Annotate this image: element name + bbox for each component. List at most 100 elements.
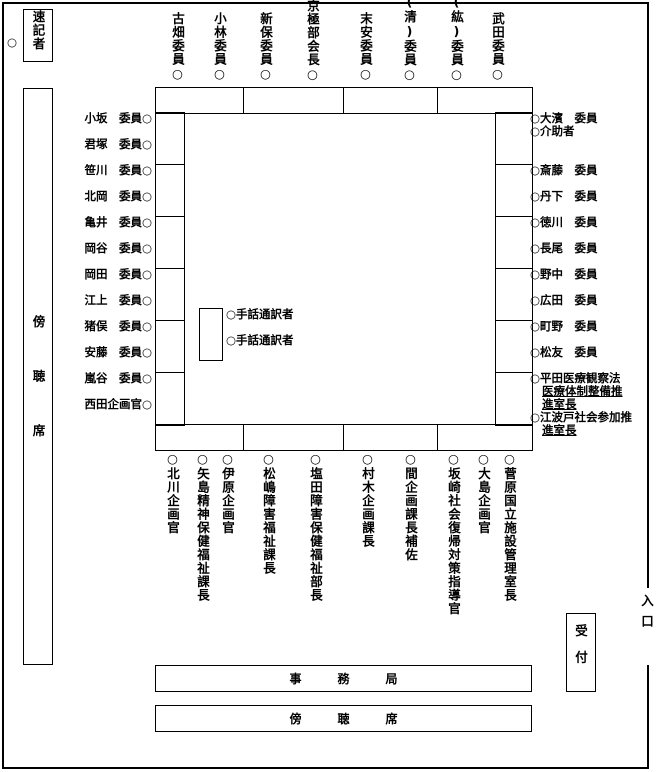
reception-box: 受付 [566, 613, 596, 692]
right-seat: ○丹下 委員 [530, 190, 598, 203]
seat-circle-icon: ○ [261, 451, 276, 467]
left-seat: 西田企画官○ [84, 398, 152, 411]
seat-label: 大島企画官 [476, 467, 491, 535]
left-seat: 亀井 委員○ [84, 216, 152, 229]
seat-circle-icon: ○ [530, 410, 541, 424]
seat-label: 松友 委員 [540, 345, 598, 359]
bottom-seat: ○松嶋障害福祉課長 [261, 451, 276, 575]
bottom-seat: ○伊原企画官 [220, 451, 235, 535]
seat-label: 北川企画官 [165, 467, 180, 535]
top-seat: 新保委員○ [258, 12, 273, 82]
seat-circle-icon: ○ [258, 66, 273, 82]
seat-label: 丹下 委員 [540, 189, 598, 203]
wall-top [2, 2, 649, 4]
seat-circle-icon: ○ [305, 66, 320, 82]
interpreter-label: ○手話通訳者 [226, 308, 294, 321]
divider [437, 424, 438, 451]
seat-circle-icon: ○ [530, 163, 541, 177]
seat-label: 長尾 委員 [540, 241, 598, 255]
seat-circle-icon: ○ [358, 66, 373, 82]
bottom-seat: ○菅原国立施設管理室長 [502, 451, 517, 602]
left-seat: 江上 委員○ [84, 294, 152, 307]
left-seat: 岡谷 委員○ [84, 242, 152, 255]
gallery-left-box: 傍聴席 [23, 88, 53, 665]
interpreter-label: ○手話通訳者 [226, 334, 294, 347]
seat-circle-icon: ○ [490, 66, 505, 82]
right-seat: ○町野 委員 [530, 320, 598, 333]
right-seat: ○斎藤 委員 [530, 164, 598, 177]
top-seat: 高橋(清)委員○ [402, 0, 417, 82]
bottom-seat: ○北川企画官 [165, 451, 180, 535]
top-seat: 京極部会長○ [305, 0, 320, 82]
seat-label: 平田医療観察法 [540, 371, 621, 385]
seat-label: 京極部会長 [305, 0, 320, 66]
left-seat: 岡田 委員○ [84, 268, 152, 281]
top-seat: 武田委員○ [490, 12, 505, 82]
secretariat-box: 事務局 [155, 665, 532, 692]
seat-label: 小坂 委員 [84, 111, 142, 125]
table-right [495, 112, 533, 426]
top-seat: 末安委員○ [358, 12, 373, 82]
seat-circle-icon: ○ [141, 163, 152, 177]
stenographer-seat-icon: ○ [7, 35, 18, 49]
seat-label: 介助者 [540, 124, 575, 138]
seat-circle-icon: ○ [502, 451, 517, 467]
seat-label: 嵐谷 委員 [84, 371, 142, 385]
seat-label: 町野 委員 [540, 319, 598, 333]
top-seat: 古畑委員○ [170, 12, 185, 82]
seat-label: 徳川 委員 [540, 215, 598, 229]
seat-circle-icon: ○ [165, 451, 180, 467]
seat-circle-icon: ○ [170, 66, 185, 82]
seat-circle-icon: ○ [530, 215, 541, 229]
seat-label: 手話通訳者 [236, 307, 294, 321]
seat-circle-icon: ○ [530, 111, 541, 125]
seat-label: 大濱 委員 [540, 111, 598, 125]
seat-circle-icon: ○ [360, 451, 375, 467]
left-seat: 猪俣 委員○ [84, 320, 152, 333]
left-seat: 小坂 委員○ [84, 112, 152, 125]
seat-label: 松嶋障害福祉課長 [261, 467, 276, 575]
divider [495, 320, 533, 321]
divider [155, 216, 185, 217]
seat-label: 西田企画官 [84, 397, 142, 411]
left-seat: 笹川 委員○ [84, 164, 152, 177]
seat-label: 医療体制整備推 [542, 384, 623, 398]
wall-left [2, 2, 4, 769]
seat-circle-icon: ○ [141, 241, 152, 255]
seat-label: 高橋(清)委員 [402, 0, 417, 66]
seat-label: 君塚 委員 [84, 137, 142, 151]
stenographer-box: 速記者 [23, 9, 53, 62]
seat-circle-icon: ○ [141, 397, 152, 411]
seat-circle-icon: ○ [195, 451, 210, 467]
left-seat: 北岡 委員○ [84, 190, 152, 203]
seat-label: 村木企画課長 [360, 467, 375, 548]
right-seat: 進室長 [542, 398, 577, 411]
gallery-bottom-label: 傍聴席 [289, 712, 434, 726]
divider [155, 268, 185, 269]
seat-circle-icon: ○ [220, 451, 235, 467]
bottom-seat: ○塩田障害保健福祉部長 [308, 451, 323, 602]
seat-label: 広田 委員 [540, 293, 598, 307]
divider [155, 320, 185, 321]
divider [495, 216, 533, 217]
seat-label: 坂崎社会復帰対策指導官 [446, 467, 461, 616]
right-seat: ○大濱 委員 [530, 112, 598, 125]
right-seat: ○長尾 委員 [530, 242, 598, 255]
interpreter-box [199, 308, 223, 361]
seat-label: 武田委員 [490, 12, 505, 66]
seat-circle-icon: ○ [449, 66, 464, 82]
seat-circle-icon: ○ [141, 267, 152, 281]
wall-right-lower [647, 665, 649, 769]
seat-circle-icon: ○ [446, 451, 461, 467]
bottom-seat: ○村木企画課長 [360, 451, 375, 548]
seat-circle-icon: ○ [141, 137, 152, 151]
seat-label: 北岡 委員 [84, 189, 142, 203]
seat-circle-icon: ○ [530, 124, 541, 138]
wall-right-upper [647, 2, 649, 588]
left-seat: 嵐谷 委員○ [84, 372, 152, 385]
seat-label: 岡谷 委員 [84, 241, 142, 255]
seat-label: 菅原国立施設管理室長 [502, 467, 517, 602]
seat-circle-icon: ○ [530, 371, 541, 385]
right-seat: ○松友 委員 [530, 346, 598, 359]
